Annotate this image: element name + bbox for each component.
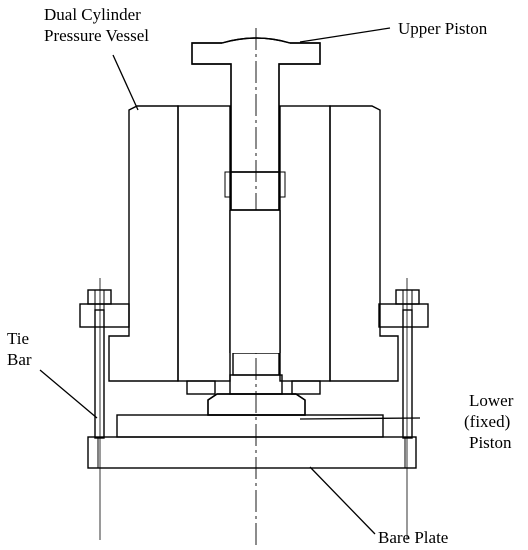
- vessel-label: Dual Cylinder Pressure Vessel: [44, 5, 149, 45]
- tie-bar-right: [378, 289, 429, 439]
- tie-bar-label: Tie Bar: [7, 329, 33, 369]
- sample-bore: [230, 210, 280, 353]
- vessel-outer-cylinder: [108, 105, 399, 382]
- leader-lower-piston: [299, 417, 421, 420]
- upper-piston: [191, 37, 321, 211]
- lower-piston: [186, 347, 321, 416]
- base-plate: [87, 436, 417, 469]
- leader-lines: [39, 27, 421, 535]
- tie-bar-left: [79, 289, 130, 439]
- base-plate-label: Bare Plate: [378, 528, 448, 547]
- leader-vessel: [112, 54, 139, 111]
- lower-piston-label: Lower (fixed) Piston: [464, 391, 518, 452]
- leader-tie-bar: [39, 369, 98, 419]
- leader-base-plate: [309, 466, 376, 535]
- leader-upper-piston: [299, 27, 391, 43]
- upper-piston-label: Upper Piston: [398, 19, 488, 38]
